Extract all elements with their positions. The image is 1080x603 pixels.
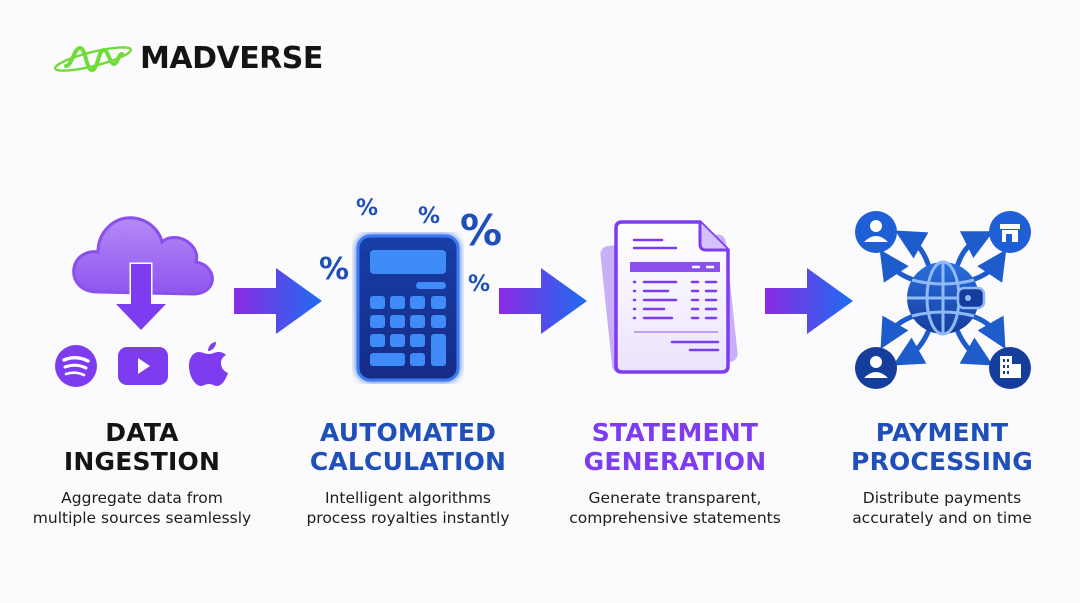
step-title-line: DATA <box>105 418 179 447</box>
step-title-line: PROCESSING <box>851 447 1033 476</box>
percent-decoration: % <box>468 272 491 297</box>
percent-decoration: % <box>418 204 441 229</box>
sound-wave-orbit-icon <box>53 45 133 73</box>
step-title: STATEMENT GENERATION <box>545 418 805 476</box>
step-description: Intelligent algorithms process royalties… <box>278 488 538 528</box>
brand-logo: MADVERSE <box>52 42 323 76</box>
percent-decoration: % <box>356 196 379 221</box>
step-payment-processing: PAYMENT PROCESSING Distribute payments a… <box>812 418 1072 528</box>
step-description-line: Distribute payments <box>862 489 1022 507</box>
cloud-download-icon <box>68 208 216 342</box>
step-statement-generation: STATEMENT GENERATION Generate transparen… <box>545 418 805 528</box>
step-title-line: GENERATION <box>583 447 767 476</box>
spotify-icon <box>54 344 98 392</box>
step-description-line: Generate transparent, <box>588 489 762 507</box>
step-title-line: AUTOMATED <box>319 418 497 447</box>
step-title-line: PAYMENT <box>875 418 1009 447</box>
step-description-line: multiple sources seamlessly <box>32 509 252 527</box>
step-title: PAYMENT PROCESSING <box>812 418 1072 476</box>
step-description-line: Intelligent algorithms <box>324 489 491 507</box>
step-description-line: comprehensive statements <box>569 509 781 527</box>
step-title: DATA INGESTION <box>12 418 272 476</box>
step-automated-calculation: AUTOMATED CALCULATION Intelligent algori… <box>278 418 538 528</box>
document-statement-icon <box>600 218 750 382</box>
calculator-icon <box>352 232 464 388</box>
globe-wallet-icon <box>848 208 1038 396</box>
percent-decoration: % <box>460 206 503 255</box>
step-description: Generate transparent, comprehensive stat… <box>545 488 805 528</box>
step-description-line: process royalties instantly <box>306 509 510 527</box>
youtube-icon <box>117 346 169 390</box>
step-description-line: Aggregate data from <box>61 489 223 507</box>
step-title-line: INGESTION <box>63 447 221 476</box>
arrow-right-icon <box>499 268 589 338</box>
apple-icon <box>188 338 230 392</box>
percent-decoration: % <box>319 252 350 287</box>
brand-name: MADVERSE <box>140 41 323 76</box>
step-description: Aggregate data from multiple sources sea… <box>12 488 272 528</box>
step-description: Distribute payments accurately and on ti… <box>812 488 1072 528</box>
step-title: AUTOMATED CALCULATION <box>278 418 538 476</box>
arrow-right-icon <box>765 268 855 338</box>
step-data-ingestion: DATA INGESTION Aggregate data from multi… <box>12 418 272 528</box>
step-title-line: STATEMENT <box>591 418 759 447</box>
step-title-line: CALCULATION <box>309 447 507 476</box>
arrow-right-icon <box>234 268 324 338</box>
step-description-line: accurately and on time <box>852 509 1032 527</box>
